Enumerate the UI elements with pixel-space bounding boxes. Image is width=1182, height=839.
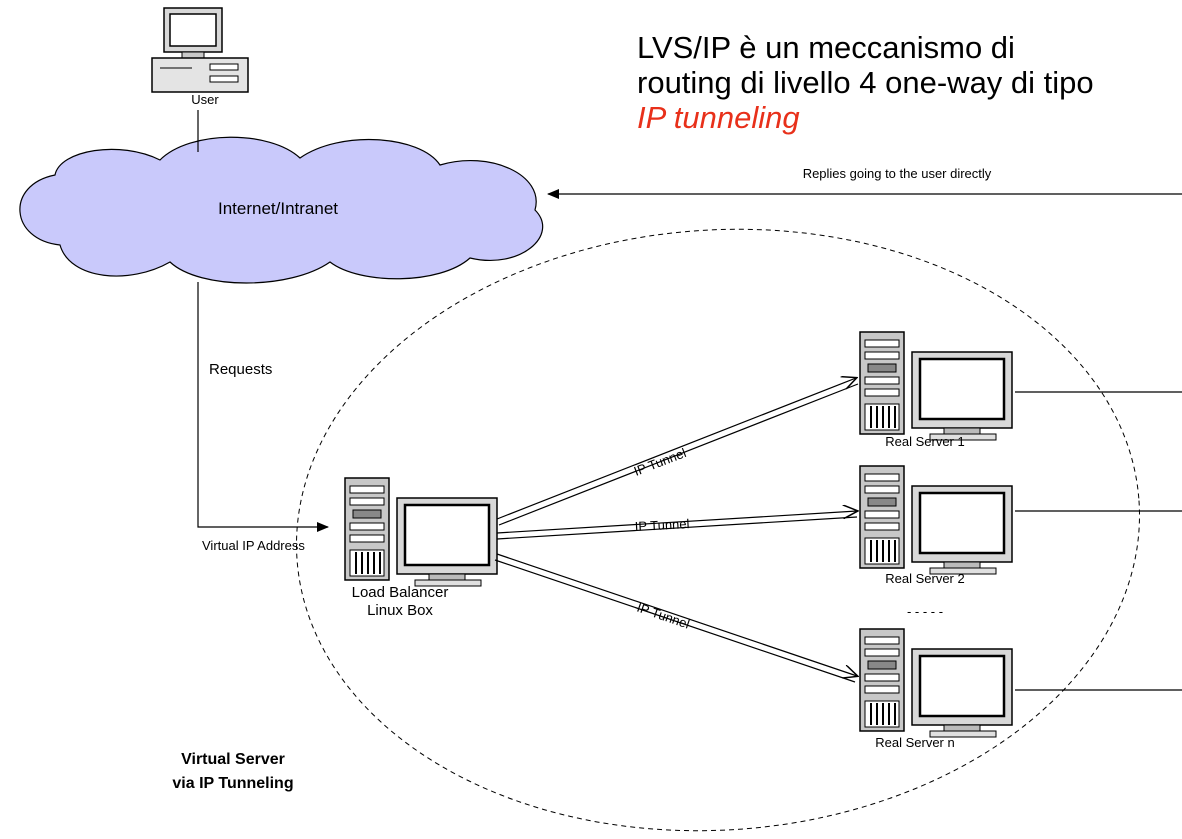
rs1-label: Real Server 1 [885, 434, 964, 449]
tunnel-label-1: IP Tunnel [632, 445, 689, 479]
load-balancer-icon [343, 476, 499, 588]
ip-tunnel-3 [494, 553, 857, 683]
ip-tunnel-2 [496, 511, 857, 540]
rs2-label: Real Server 2 [885, 571, 964, 586]
vip-label: Virtual IP Address [202, 538, 305, 553]
ellipsis-label: - - - - - [907, 604, 943, 619]
real-server-1-icon [858, 330, 1014, 442]
heading-line-1: LVS/IP è un meccanismo di [637, 30, 1015, 65]
tunnel-label-2: IP Tunnel [634, 516, 690, 534]
cloud-label: Internet/Intranet [218, 199, 338, 218]
heading-line-3: IP tunneling [637, 100, 800, 135]
requests-label: Requests [209, 361, 272, 378]
slide-heading: LVS/IP è un meccanismo di routing di liv… [637, 30, 1177, 135]
real-server-2-icon [858, 464, 1014, 576]
heading-line-2: routing di livello 4 one-way di tipo [637, 65, 1094, 100]
user-computer-icon [151, 7, 249, 93]
virtual-server-boundary [296, 228, 1140, 832]
title-line2: via IP Tunneling [172, 775, 293, 792]
user-label: User [191, 92, 219, 107]
replies-label: Replies going to the user directly [803, 166, 992, 181]
ip-tunnel-1 [496, 378, 858, 526]
lb-label-line1: Load Balancer [352, 584, 449, 601]
rsn-label: Real Server n [875, 735, 954, 750]
title-line1: Virtual Server [181, 751, 285, 768]
request-arrow [197, 282, 329, 532]
lb-label-line2: Linux Box [367, 602, 433, 619]
internet-cloud [19, 136, 544, 284]
real-server-n-icon [858, 627, 1014, 739]
tunnel-label-3: IP Tunnel [635, 600, 692, 632]
